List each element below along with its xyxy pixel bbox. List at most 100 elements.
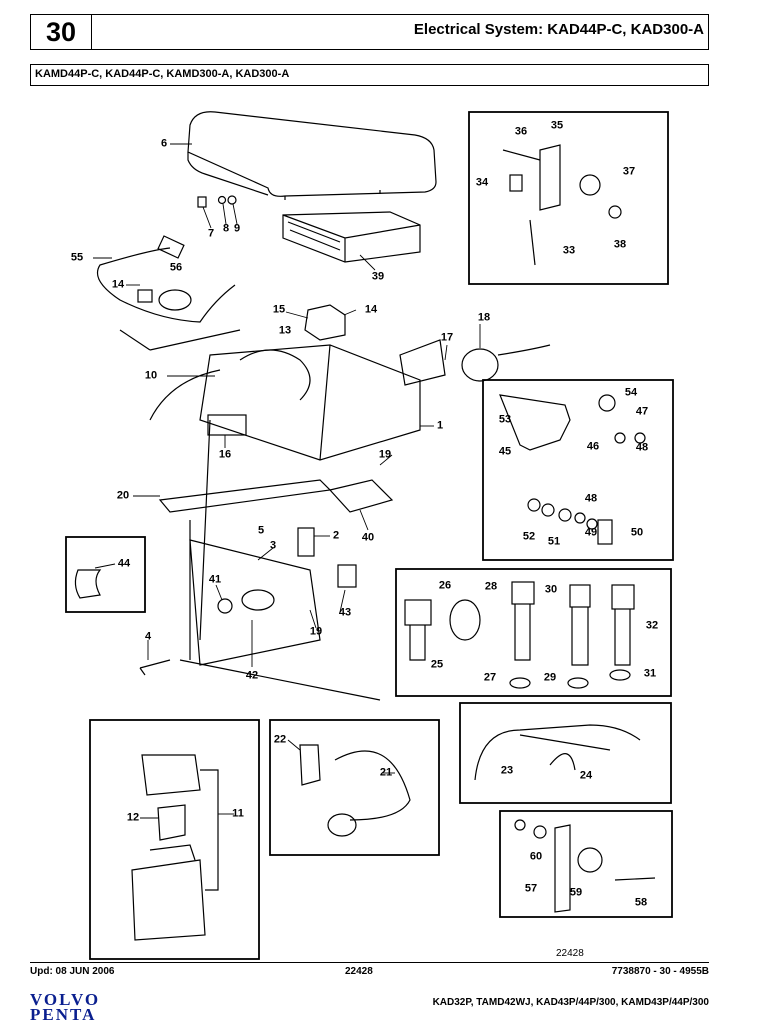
logo-line-2: PENTA bbox=[30, 1005, 97, 1024]
callout-47: 47 bbox=[635, 405, 649, 418]
detail-frame-fuse bbox=[89, 719, 260, 960]
callout-10: 10 bbox=[144, 369, 158, 382]
doc-number: 7738870 - 30 - 4955B bbox=[611, 966, 709, 977]
callout-1: 1 bbox=[436, 419, 444, 432]
title-box: Electrical System: KAD44P-C, KAD300-A bbox=[91, 14, 709, 50]
callout-32: 32 bbox=[645, 619, 659, 632]
detail-frame-clip bbox=[499, 810, 673, 918]
detail-frame-senders bbox=[395, 568, 672, 697]
callout-35: 35 bbox=[550, 119, 564, 132]
control-unit bbox=[282, 211, 421, 263]
callout-29: 29 bbox=[543, 671, 557, 684]
clip-detail bbox=[514, 819, 656, 913]
clamp-44 bbox=[74, 569, 102, 599]
callout-41: 41 bbox=[208, 573, 222, 586]
holder-2 bbox=[297, 527, 315, 557]
callout-30: 30 bbox=[544, 583, 558, 596]
callout-60: 60 bbox=[529, 850, 543, 863]
callout-23: 23 bbox=[500, 764, 514, 777]
callout-39: 39 bbox=[371, 270, 385, 283]
callout-6: 6 bbox=[160, 137, 168, 150]
callout-19: 19 bbox=[378, 448, 392, 461]
callout-34: 34 bbox=[475, 176, 489, 189]
callout-3: 3 bbox=[269, 539, 277, 552]
callout-46: 46 bbox=[586, 440, 600, 453]
cover-part bbox=[187, 111, 437, 200]
callout-54: 54 bbox=[624, 386, 638, 399]
callout-28: 28 bbox=[484, 580, 498, 593]
module-16 bbox=[207, 414, 247, 436]
callout-12: 12 bbox=[126, 811, 140, 824]
callout-8: 8 bbox=[222, 222, 230, 235]
models-line: KAMD44P-C, KAD44P-C, KAMD300-A, KAD300-A bbox=[35, 68, 290, 80]
callout-33: 33 bbox=[562, 244, 576, 257]
callout-18: 18 bbox=[477, 311, 491, 324]
callout-19: 19 bbox=[309, 625, 323, 638]
callout-5: 5 bbox=[257, 524, 265, 537]
diagram-drawing-number: 22428 bbox=[556, 948, 584, 959]
callout-58: 58 bbox=[634, 896, 648, 909]
relay bbox=[304, 304, 346, 341]
bolt-4 bbox=[139, 659, 171, 676]
callout-55: 55 bbox=[70, 251, 84, 264]
fuse-detail bbox=[131, 754, 219, 941]
callout-57: 57 bbox=[524, 882, 538, 895]
logo-line-1: VOLVO bbox=[30, 990, 101, 1009]
sensor-mount-detail bbox=[499, 394, 646, 545]
callout-43: 43 bbox=[338, 606, 352, 619]
updated-date: Upd: 08 JUN 2006 bbox=[30, 966, 115, 977]
callout-27: 27 bbox=[483, 671, 497, 684]
footer-drawing-number: 22428 bbox=[345, 966, 373, 977]
footer-rule bbox=[30, 962, 709, 963]
sensor-cable bbox=[96, 235, 241, 351]
screws-7-8-9 bbox=[197, 195, 237, 208]
callout-16: 16 bbox=[218, 448, 232, 461]
applicable-models: KAD32P, TAMD42WJ, KAD43P/44P/300, KAMD43… bbox=[432, 997, 709, 1008]
callout-17: 17 bbox=[440, 331, 454, 344]
section-number: 30 bbox=[30, 14, 92, 50]
bracket-detail bbox=[502, 144, 622, 266]
callout-36: 36 bbox=[514, 125, 528, 138]
detail-frame-speed-sensor bbox=[269, 719, 440, 856]
callout-2: 2 bbox=[332, 529, 340, 542]
callout-14: 14 bbox=[364, 303, 378, 316]
callout-25: 25 bbox=[430, 658, 444, 671]
detail-frame-clamp bbox=[65, 536, 146, 613]
callout-42: 42 bbox=[245, 669, 259, 682]
callout-14: 14 bbox=[111, 278, 125, 291]
callout-51: 51 bbox=[547, 535, 561, 548]
volvo-penta-logo: VOLVO PENTA bbox=[30, 990, 101, 1024]
callout-26: 26 bbox=[438, 579, 452, 592]
callout-44: 44 bbox=[117, 557, 131, 570]
harness-detail bbox=[474, 724, 641, 781]
callout-56: 56 bbox=[169, 261, 183, 274]
callout-49: 49 bbox=[584, 526, 598, 539]
leader-lines bbox=[93, 143, 481, 819]
detail-frame-sensor-mount bbox=[482, 379, 674, 561]
models-box: KAMD44P-C, KAD44P-C, KAMD300-A, KAD300-A bbox=[30, 64, 709, 86]
callout-50: 50 bbox=[630, 526, 644, 539]
senders-detail bbox=[404, 581, 635, 689]
switch-41 bbox=[217, 598, 233, 614]
lower-bracket bbox=[179, 539, 381, 701]
callout-7: 7 bbox=[207, 227, 215, 240]
callout-21: 21 bbox=[379, 766, 393, 779]
callout-48: 48 bbox=[635, 441, 649, 454]
connector-43 bbox=[337, 564, 357, 588]
callout-20: 20 bbox=[116, 489, 130, 502]
callout-53: 53 bbox=[498, 413, 512, 426]
callout-4: 4 bbox=[144, 630, 152, 643]
callout-22: 22 bbox=[273, 733, 287, 746]
strap-5 bbox=[158, 479, 332, 513]
sensor-18 bbox=[399, 339, 551, 386]
detail-frame-bracket bbox=[468, 111, 669, 285]
callout-11: 11 bbox=[232, 807, 244, 820]
callout-13: 13 bbox=[278, 324, 292, 337]
main-bracket bbox=[149, 344, 421, 660]
callout-40: 40 bbox=[361, 531, 375, 544]
callout-9: 9 bbox=[233, 222, 241, 235]
callout-38: 38 bbox=[613, 238, 627, 251]
page-title: Electrical System: KAD44P-C, KAD300-A bbox=[413, 21, 704, 38]
callout-48: 48 bbox=[584, 492, 598, 505]
